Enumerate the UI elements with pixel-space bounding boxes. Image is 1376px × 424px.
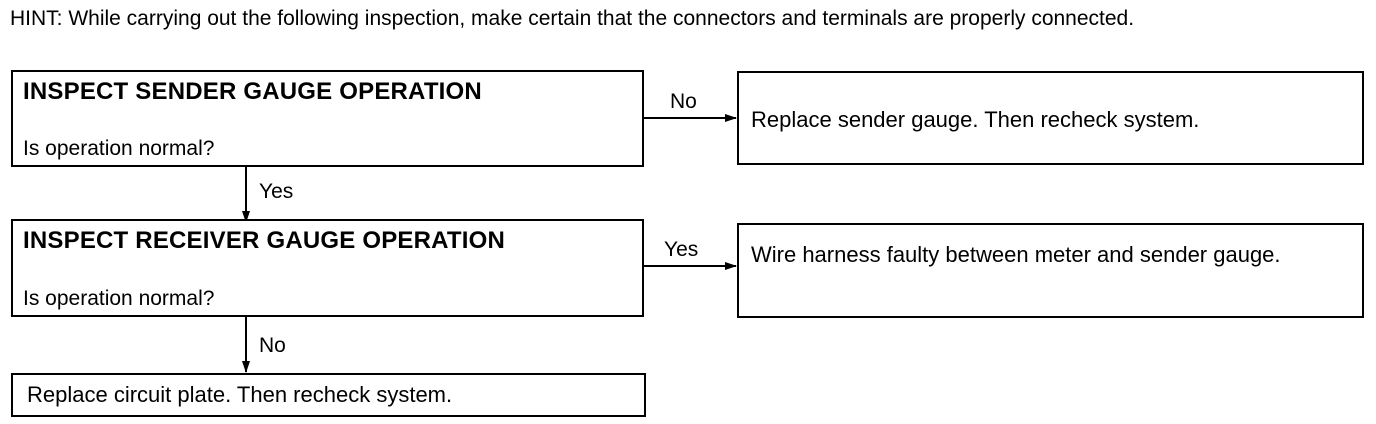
receiver-yes-label: Yes [664, 238, 699, 261]
receiver-gauge-step-box: INSPECT RECEIVER GAUGE OPERATION Is oper… [11, 219, 644, 317]
wire-harness-result-text: Wire harness faulty between meter and se… [751, 242, 1281, 267]
receiver-gauge-step-title: INSPECT RECEIVER GAUGE OPERATION [23, 227, 506, 254]
sender-no-label: No [670, 90, 697, 113]
receiver-no-label: No [259, 334, 286, 357]
replace-circuit-result-box: Replace circuit plate. Then recheck syst… [11, 373, 646, 417]
receiver-gauge-step-question: Is operation normal? [23, 287, 215, 310]
sender-gauge-step-box: INSPECT SENDER GAUGE OPERATION Is operat… [11, 70, 644, 167]
sender-gauge-step-question: Is operation normal? [23, 137, 215, 160]
replace-sender-result-text: Replace sender gauge. Then recheck syste… [751, 107, 1200, 132]
sender-gauge-step-title: INSPECT SENDER GAUGE OPERATION [23, 78, 482, 105]
replace-circuit-result-text: Replace circuit plate. Then recheck syst… [27, 382, 453, 407]
sender-yes-label: Yes [259, 180, 294, 203]
wire-harness-result-box: Wire harness faulty between meter and se… [737, 223, 1364, 318]
replace-sender-result-box: Replace sender gauge. Then recheck syste… [737, 71, 1364, 165]
hint-text: HINT: While carrying out the following i… [10, 7, 1135, 30]
